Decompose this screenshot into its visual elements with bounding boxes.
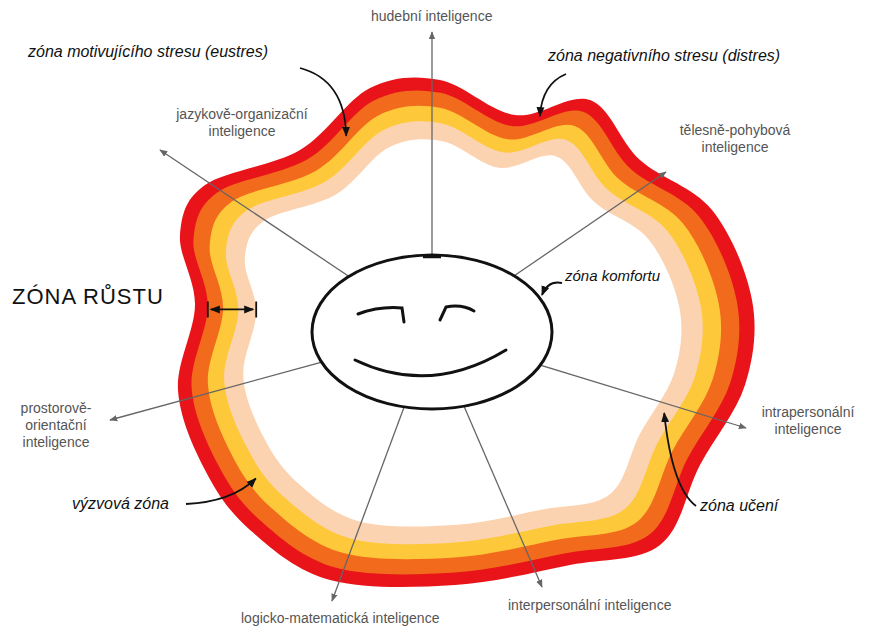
zone-callout: výzvová zóna	[72, 494, 169, 513]
callout-arrow	[186, 479, 256, 505]
callout-arrow	[300, 68, 346, 136]
growth-bar	[208, 301, 256, 317]
smiley-face	[312, 255, 552, 409]
zone-callout: zóna komfortu	[565, 266, 660, 285]
zone-callout: zóna negativního stresu (distres)	[548, 46, 780, 65]
intelligence-label: hudební inteligence	[371, 8, 492, 25]
face-eye	[358, 308, 404, 322]
challenge-band	[208, 106, 721, 559]
distress-band	[178, 77, 755, 587]
eustress-band	[191, 90, 739, 574]
learning-band	[224, 121, 703, 544]
face-eye	[440, 306, 474, 320]
intelligence-label: tělesně-pohybová inteligence	[665, 122, 805, 156]
intelligence-label: intrapersonální inteligence	[752, 404, 864, 438]
intelligence-label: interpersonální inteligence	[508, 597, 671, 614]
growth-double-arrow	[211, 308, 253, 310]
intelligence-label: prostorově-orientační inteligence	[6, 400, 106, 451]
callout-arrow	[542, 283, 562, 296]
intelligence-label: logicko-matematická inteligence	[241, 610, 439, 627]
growth-zone-label: ZÓNA RŮSTU	[12, 284, 164, 310]
zone-callout: zóna motivujícího stresu (eustres)	[28, 42, 268, 61]
intelligence-label: jazykově-organizační inteligence	[152, 106, 332, 140]
face-mouth	[355, 350, 506, 376]
face-outline	[312, 255, 552, 409]
callout-arrow	[664, 413, 696, 506]
comfort-band	[243, 139, 681, 526]
spoke-line	[432, 172, 666, 332]
zone-callout: zóna učení	[700, 496, 778, 515]
callout-arrow	[540, 74, 566, 116]
intelligence-spokes	[110, 32, 746, 601]
face-tick	[423, 256, 441, 259]
